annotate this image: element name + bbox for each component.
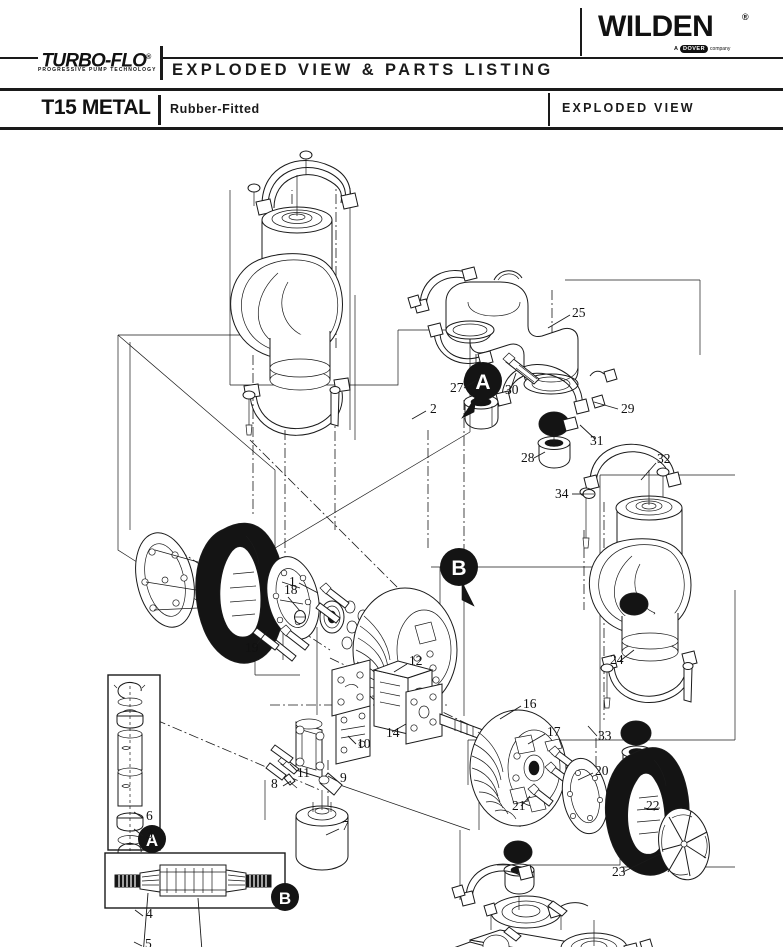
model-name: T15 METAL: [41, 96, 151, 119]
callout-badge-b-inset[interactable]: B: [271, 883, 299, 911]
svg-text:A: A: [475, 371, 490, 394]
part-number-5: 5: [145, 936, 152, 947]
part-number-7: 7: [342, 818, 349, 833]
part-number-4: 4: [146, 906, 153, 921]
wilden-wordmark: WILDEN: [598, 10, 714, 43]
dover-suffix: company: [710, 46, 731, 52]
part-number-25: 25: [572, 305, 586, 320]
part-number-12: 12: [409, 653, 423, 668]
svg-text:B: B: [451, 557, 466, 580]
part-number-32: 32: [657, 451, 671, 466]
section-label: EXPLODED VIEW: [562, 101, 695, 115]
part-number-20: 20: [595, 763, 609, 778]
model-variant: Rubber-Fitted: [170, 102, 260, 116]
header-rule-bottom: [0, 127, 783, 130]
header-rule-top: [0, 57, 783, 59]
part-number-16: 16: [523, 696, 537, 711]
part-number-19: 19: [245, 640, 259, 655]
part-number-1: 1: [289, 574, 296, 589]
right-diaphragm-assembly: [469, 709, 710, 881]
inlet-manifold-assembly: [451, 840, 653, 947]
part-number-24: 24: [610, 652, 624, 667]
svg-text:A: A: [146, 831, 158, 850]
part-number-31: 31: [590, 433, 604, 448]
part-number-23: 23: [612, 864, 626, 879]
turbo-flo-wordmark: TURBO-FLO®: [38, 48, 154, 70]
document-header: WILDEN ® A DOVER company TURBO-FLO® PROG…: [0, 0, 783, 132]
callout-badge-b[interactable]: B: [440, 548, 478, 607]
top-left-liquid-chamber-assembly: [230, 150, 359, 436]
part-number-2: 2: [430, 401, 437, 416]
part-number-3: 3: [146, 826, 153, 841]
inset-box-a: [107, 674, 161, 861]
center-section-air-valve-assembly: [265, 659, 484, 871]
part-number-8: 8: [271, 776, 278, 791]
part-number-21: 21: [512, 798, 526, 813]
header-vertical-divider-top: [580, 8, 582, 56]
wilden-logo: WILDEN ® A DOVER company: [586, 12, 776, 60]
part-number-10: 10: [357, 736, 371, 751]
dover-prefix: A: [674, 46, 678, 52]
turbo-flo-registered-mark: ®: [146, 54, 151, 61]
part-number-9: 9: [340, 770, 347, 785]
discharge-manifold-assembly: [407, 266, 618, 469]
part-number-28: 28: [521, 450, 535, 465]
part-number-17: 17: [547, 724, 561, 739]
part-number-labels: 1 2 3 4 5 6 7 8 9 10 11 12 13 14 15 16 1…: [145, 305, 671, 947]
dover-company-badge: A DOVER company: [674, 44, 730, 54]
part-number-14: 14: [386, 725, 400, 740]
exploded-view-diagram: A B A B: [0, 130, 783, 947]
dover-mark: DOVER: [679, 45, 709, 53]
part-number-22: 22: [646, 798, 660, 813]
turbo-flo-tagline: PROGRESSIVE PUMP TECHNOLOGY: [38, 66, 157, 74]
wilden-registered-mark: ®: [742, 12, 749, 22]
turbo-flo-logo: TURBO-FLO® PROGRESSIVE PUMP TECHNOLOGY: [38, 46, 163, 80]
turbo-flo-text: TURBO-FLO: [41, 50, 147, 72]
part-number-30: 30: [505, 382, 519, 397]
part-number-34: 34: [555, 486, 569, 501]
part-number-18: 18: [284, 582, 298, 597]
page-title: EXPLODED VIEW & PARTS LISTING: [172, 61, 554, 79]
part-number-6: 6: [146, 808, 153, 823]
callout-badge-a[interactable]: A: [461, 362, 502, 419]
header-vertical-divider-middle: [548, 93, 550, 126]
inset-box-b: [104, 852, 286, 909]
model-badge: T15 METAL: [38, 95, 161, 125]
header-rule-middle: [0, 88, 783, 91]
part-leader-lines: [133, 314, 661, 947]
callout-badge-a-inset[interactable]: A: [138, 825, 166, 853]
part-number-33: 33: [598, 728, 612, 743]
part-number-29: 29: [621, 401, 635, 416]
part-number-27: 27: [450, 380, 464, 395]
part-number-11: 11: [297, 765, 310, 780]
svg-text:B: B: [279, 889, 291, 908]
